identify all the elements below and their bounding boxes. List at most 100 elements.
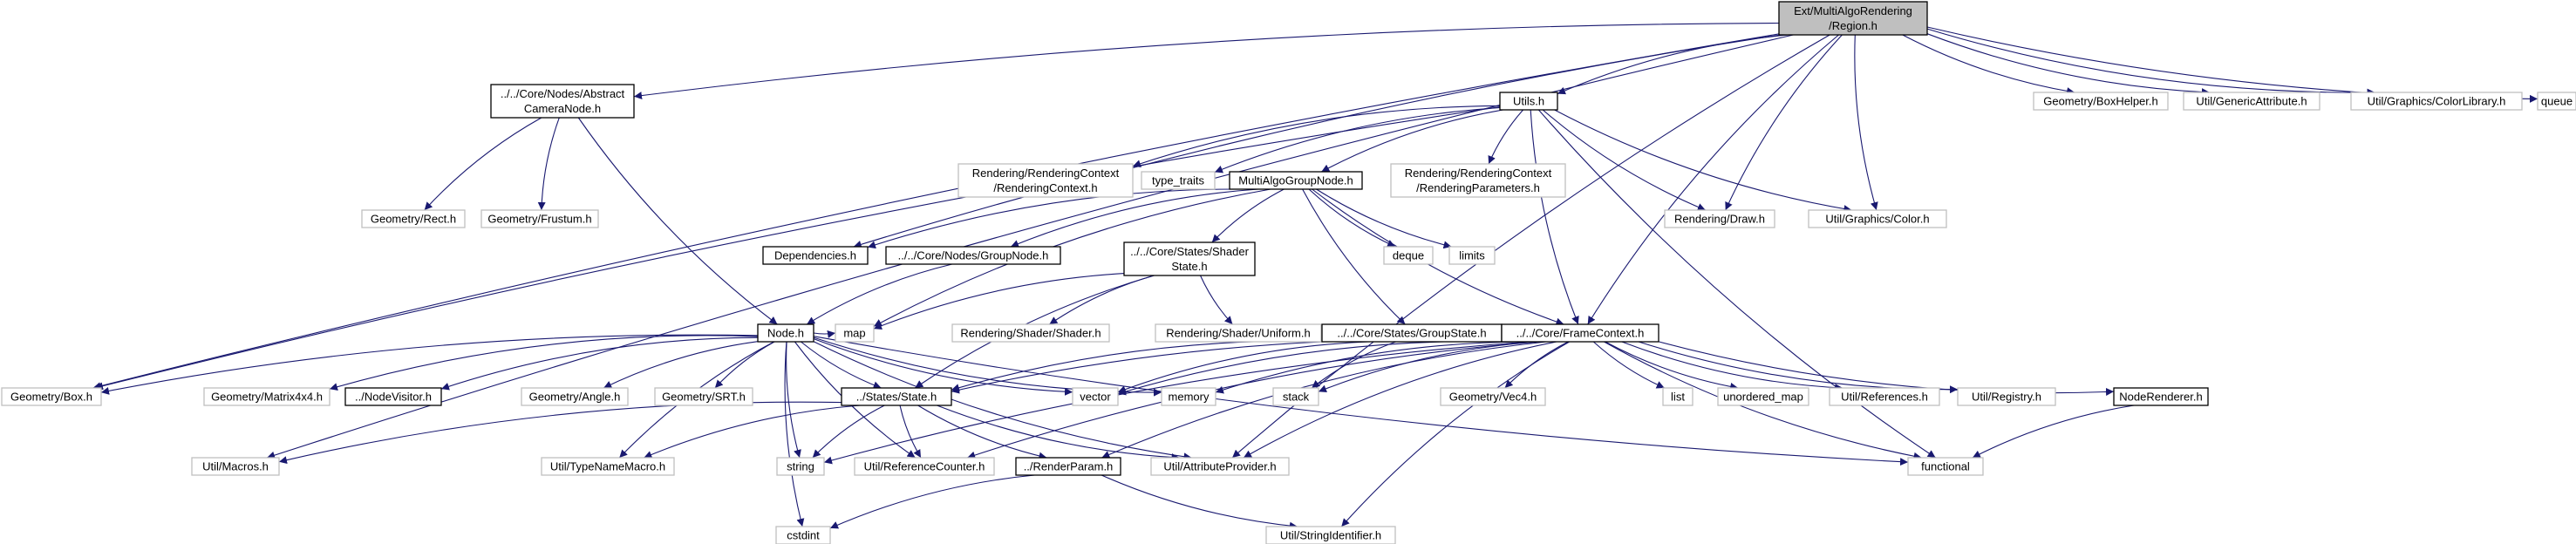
node-label: Util/ReferenceCounter.h <box>864 460 985 473</box>
node-deque[interactable]: deque <box>1383 246 1434 265</box>
node-label: /RenderingContext.h <box>993 181 1097 194</box>
node-node[interactable]: Node.h <box>757 323 814 343</box>
node-utils[interactable]: Utils.h <box>1499 92 1558 111</box>
edge-abstractcam-to-frustum <box>537 117 560 211</box>
node-attrprov[interactable]: Util/AttributeProvider.h <box>1150 457 1290 476</box>
node-color[interactable]: Util/Graphics/Color.h <box>1808 209 1947 228</box>
edge-magn-to-framectx <box>1312 188 1564 326</box>
node-box <box>1448 246 1496 265</box>
node-box <box>835 323 875 343</box>
node-nodevisitor[interactable]: ../NodeVisitor.h <box>344 387 442 406</box>
edge-state-to-string <box>812 405 885 459</box>
edge-utils-to-box <box>94 106 1501 391</box>
node-srt[interactable]: Geometry/SRT.h <box>654 387 753 406</box>
node-groupnode[interactable]: ../../Core/Nodes/GroupNode.h <box>885 246 1061 265</box>
node-list[interactable]: list <box>1662 387 1693 406</box>
node-label: queue <box>2541 95 2573 108</box>
node-vec4[interactable]: Geometry/Vec4.h <box>1440 387 1546 406</box>
node-vector[interactable]: vector <box>1072 387 1119 406</box>
node-box <box>2183 92 2320 111</box>
node-label: Utils.h <box>1513 95 1544 108</box>
node-draw[interactable]: Rendering/Draw.h <box>1664 209 1775 228</box>
node-framectx[interactable]: ../../Core/FrameContext.h <box>1501 323 1659 343</box>
node-label: ../../Core/States/Shader <box>1130 245 1250 258</box>
node-memory[interactable]: memory <box>1161 387 1216 406</box>
node-box <box>1272 387 1319 406</box>
node-rendctx[interactable]: Rendering/RenderingContext/RenderingCont… <box>957 163 1134 198</box>
node-box <box>762 246 869 265</box>
node-label: /RenderingParameters.h <box>1416 181 1540 194</box>
node-uniform[interactable]: Rendering/Shader/Uniform.h <box>1155 323 1322 343</box>
node-umap[interactable]: unordered_map <box>1717 387 1809 406</box>
node-genericattr[interactable]: Util/GenericAttribute.h <box>2183 92 2320 111</box>
node-refcounter[interactable]: Util/ReferenceCounter.h <box>854 457 995 476</box>
node-box <box>1 387 102 406</box>
node-box <box>654 387 753 406</box>
node-renderparam[interactable]: ../RenderParam.h <box>1015 457 1121 476</box>
node-deps[interactable]: Dependencies.h <box>762 246 869 265</box>
node-string[interactable]: string <box>776 457 825 476</box>
edge-node-to-map <box>813 330 836 338</box>
node-magn[interactable]: MultiAlgoGroupNode.h <box>1229 171 1363 190</box>
edge-magn-to-deps <box>867 188 1240 249</box>
node-shader[interactable]: Rendering/Shader/Shader.h <box>951 323 1110 343</box>
edge-utils-to-framectx <box>1530 109 1579 325</box>
node-label: CameraNode.h <box>524 102 601 115</box>
node-stack[interactable]: stack <box>1272 387 1319 406</box>
edge-utils-to-draw <box>1542 109 1707 211</box>
node-cstdint[interactable]: cstdint <box>775 526 831 544</box>
node-groupstate[interactable]: ../../Core/States/GroupState.h <box>1321 323 1503 343</box>
node-label: Rendering/Draw.h <box>1674 213 1765 226</box>
node-region[interactable]: Ext/MultiAlgoRendering/Region.h <box>1778 1 1928 36</box>
edge-node-to-box <box>100 334 759 395</box>
node-box <box>1664 209 1775 228</box>
node-box <box>775 526 831 544</box>
node-label: list <box>1671 391 1685 404</box>
node-rect[interactable]: Geometry/Rect.h <box>361 209 466 228</box>
node-queue[interactable]: queue <box>2537 92 2576 111</box>
node-boxhelper[interactable]: Geometry/BoxHelper.h <box>2033 92 2169 111</box>
edge-state-to-typename <box>644 405 861 459</box>
edge-framectx-to-stack <box>1318 341 1542 393</box>
edge-region-to-macros <box>266 34 1794 459</box>
node-box <box>1778 1 1928 36</box>
node-label: ../../Core/States/GroupState.h <box>1337 327 1486 340</box>
node-registry[interactable]: Util/Registry.h <box>1957 387 2056 406</box>
node-box <box>1161 387 1216 406</box>
edge-magn-to-deque <box>1308 188 1396 248</box>
node-functional[interactable]: functional <box>1907 457 1984 476</box>
node-typetraits[interactable]: type_traits <box>1141 171 1216 190</box>
edge-utils-to-functional <box>1537 109 1936 459</box>
node-rendparams[interactable]: Rendering/RenderingContext/RenderingPara… <box>1390 163 1566 198</box>
edge-state-to-macros <box>278 401 842 465</box>
node-colorlib[interactable]: Util/Graphics/ColorLibrary.h <box>2350 92 2523 111</box>
node-macros[interactable]: Util/Macros.h <box>191 457 280 476</box>
node-label: Geometry/Angle.h <box>529 391 621 404</box>
edge-utils-to-rendparams <box>1488 109 1524 165</box>
node-label: Geometry/SRT.h <box>662 391 746 404</box>
node-references[interactable]: Util/References.h <box>1829 387 1940 406</box>
node-label: Util/Registry.h <box>1972 391 2041 404</box>
node-state[interactable]: ../States/State.h <box>841 387 952 406</box>
node-label: ../../Core/FrameContext.h <box>1516 327 1645 340</box>
node-label: Util/Macros.h <box>202 460 269 473</box>
node-label: Rendering/RenderingContext <box>1405 167 1552 180</box>
node-typename[interactable]: Util/TypeNameMacro.h <box>541 457 675 476</box>
node-strident[interactable]: Util/StringIdentifier.h <box>1265 526 1396 544</box>
edge-framectx-to-references <box>1621 341 1843 392</box>
node-box <box>191 457 280 476</box>
node-box[interactable]: Geometry/Box.h <box>1 387 102 406</box>
edge-region-to-abstractcam <box>633 22 1780 100</box>
node-limits[interactable]: limits <box>1448 246 1496 265</box>
node-matrix[interactable]: Geometry/Matrix4x4.h <box>203 387 331 406</box>
node-label: Util/Graphics/ColorLibrary.h <box>2368 95 2506 108</box>
edge-shaderstate-to-state <box>914 275 1155 389</box>
edge-shaderstate-to-map <box>873 273 1125 330</box>
node-map[interactable]: map <box>835 323 875 343</box>
node-noderenderer[interactable]: NodeRenderer.h <box>2113 387 2209 406</box>
edge-region-to-box <box>92 33 1780 391</box>
node-frustum[interactable]: Geometry/Frustum.h <box>480 209 599 228</box>
node-angle[interactable]: Geometry/Angle.h <box>521 387 629 406</box>
